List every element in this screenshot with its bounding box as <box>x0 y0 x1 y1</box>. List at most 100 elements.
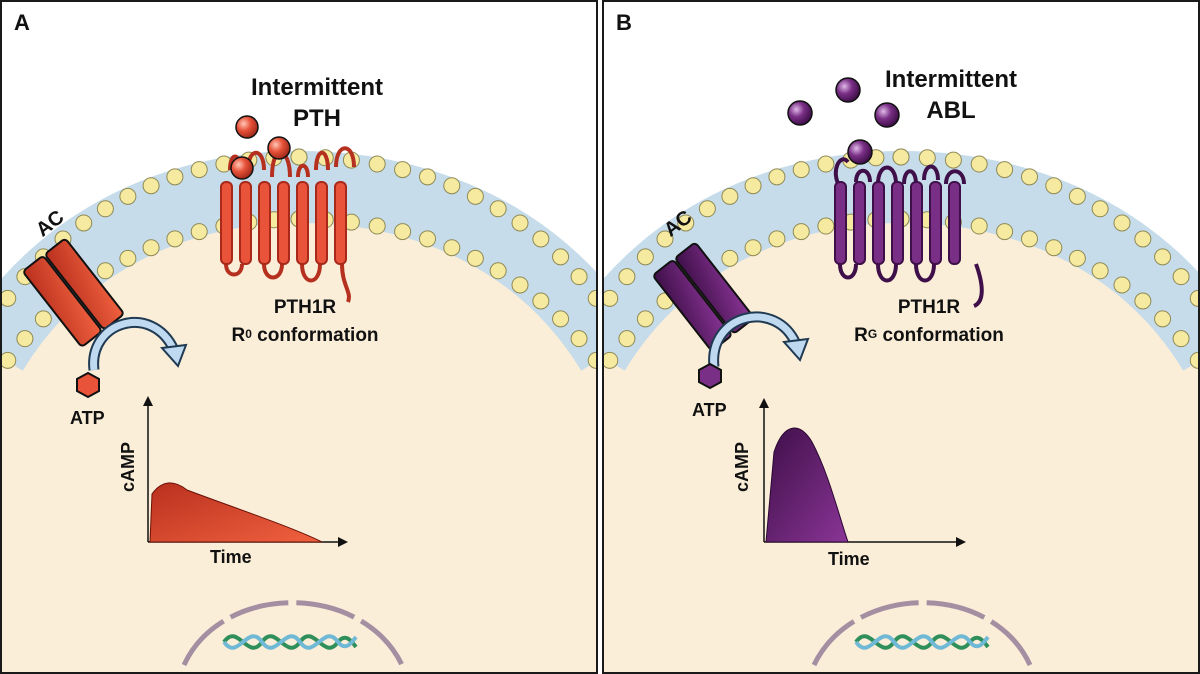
lipid-head <box>1172 330 1190 348</box>
lipid-head <box>394 223 412 241</box>
transmembrane-helix <box>315 181 328 265</box>
lipid-head <box>368 155 386 173</box>
lipid-head <box>817 217 835 235</box>
lipid-head <box>587 289 596 307</box>
panel-b-diagram <box>604 77 1198 672</box>
lipid-head <box>1068 187 1086 205</box>
lipid-head <box>587 351 596 369</box>
lipid-head <box>636 248 654 266</box>
conformation-label: RG conformation <box>844 322 1014 350</box>
lipid-head <box>466 249 484 267</box>
atp-hexagon-icon <box>698 362 722 390</box>
lipid-head <box>96 262 114 280</box>
lipid-head <box>466 187 484 205</box>
lipid-head <box>604 289 619 307</box>
ligand-sphere-icon <box>230 156 254 180</box>
ligand-label-line1: Intermittent <box>885 66 1017 93</box>
lipid-head <box>96 200 114 218</box>
lipid-head <box>552 310 570 328</box>
ligand-sphere-icon <box>835 77 861 103</box>
transmembrane-helix <box>929 181 942 265</box>
lipid-head <box>511 214 529 232</box>
lipid-head <box>1172 268 1190 286</box>
transmembrane-helix <box>948 181 961 265</box>
lipid-head <box>1154 310 1172 328</box>
ligand-label-line2: ABL <box>926 97 976 124</box>
conformation-sup: 0 <box>245 327 252 341</box>
x-axis-label: Time <box>828 549 870 569</box>
ligand-label-line1: Intermittent <box>251 74 383 101</box>
transmembrane-helix <box>220 181 233 265</box>
lipid-head <box>34 310 52 328</box>
lipid-head <box>744 177 762 195</box>
lipid-head <box>1134 230 1152 248</box>
transmembrane-helix <box>239 181 252 265</box>
lipid-head <box>570 268 588 286</box>
lipid-head <box>368 217 386 235</box>
transmembrane-helix <box>334 181 347 265</box>
x-axis-label: Time <box>210 547 252 567</box>
panel-letter: A <box>14 10 30 35</box>
lipid-head <box>1068 249 1086 267</box>
lipid-head <box>2 289 17 307</box>
lipid-head <box>489 262 507 280</box>
receptor-label: PTH1R R0 conformation <box>220 294 390 350</box>
lipid-head <box>142 239 160 257</box>
lipid-head <box>892 148 910 166</box>
camp-curve <box>149 482 323 543</box>
lipid-head <box>970 155 988 173</box>
transmembrane-helix <box>258 181 271 265</box>
ligand-sphere-icon <box>235 115 259 139</box>
lipid-head <box>744 239 762 257</box>
lipid-head <box>677 214 695 232</box>
lipid-head <box>418 168 436 186</box>
lipid-head <box>918 149 936 167</box>
lipid-head <box>532 292 550 310</box>
ligand-sphere-icon <box>787 100 813 126</box>
lipid-head <box>1020 168 1038 186</box>
lipid-head <box>119 249 137 267</box>
lipid-head <box>1134 292 1152 310</box>
lipid-head <box>2 351 17 369</box>
lipid-head <box>290 148 308 166</box>
lipid-head <box>944 151 962 169</box>
y-axis-label: cAMP <box>732 441 752 492</box>
ligand-label-line2: PTH <box>293 105 341 132</box>
transmembrane-helix <box>891 181 904 265</box>
adenylyl-cyclase-icon <box>653 242 754 351</box>
graph-axes <box>759 398 966 547</box>
lipid-head <box>817 155 835 173</box>
graph-axes <box>143 396 348 547</box>
lipid-head <box>166 168 184 186</box>
seven-tm-receptor-icon <box>833 157 984 308</box>
transmembrane-helix <box>834 181 847 265</box>
lipid-head <box>698 200 716 218</box>
lipid-head <box>119 187 137 205</box>
lipid-head <box>970 217 988 235</box>
lipid-head <box>394 161 412 179</box>
conformation-prefix: R <box>854 325 868 346</box>
lipid-head <box>1113 214 1131 232</box>
lipid-head <box>996 161 1014 179</box>
lipid-head <box>16 330 34 348</box>
panel-a-diagram <box>2 115 596 672</box>
lipid-head <box>1045 177 1063 195</box>
panel-a: A <box>0 0 598 674</box>
receptor-name: PTH1R <box>273 297 337 318</box>
panel-letter: B <box>616 10 632 35</box>
lipid-head <box>1154 248 1172 266</box>
atp-hexagon-icon <box>76 371 100 399</box>
dna-helix-icon <box>854 634 990 650</box>
lipid-head <box>721 249 739 267</box>
lipid-head <box>552 248 570 266</box>
lipid-heads-outer <box>604 148 1198 307</box>
transmembrane-helix <box>277 181 290 265</box>
receptor-label: PTH1R RG conformation <box>844 294 1014 350</box>
nuclear-envelope-icon <box>181 600 405 667</box>
lipid-head <box>604 351 619 369</box>
lipid-head <box>618 330 636 348</box>
lipid-head <box>1020 230 1038 248</box>
lipid-head <box>1113 276 1131 294</box>
lipid-head <box>768 230 786 248</box>
lipid-head <box>511 276 529 294</box>
